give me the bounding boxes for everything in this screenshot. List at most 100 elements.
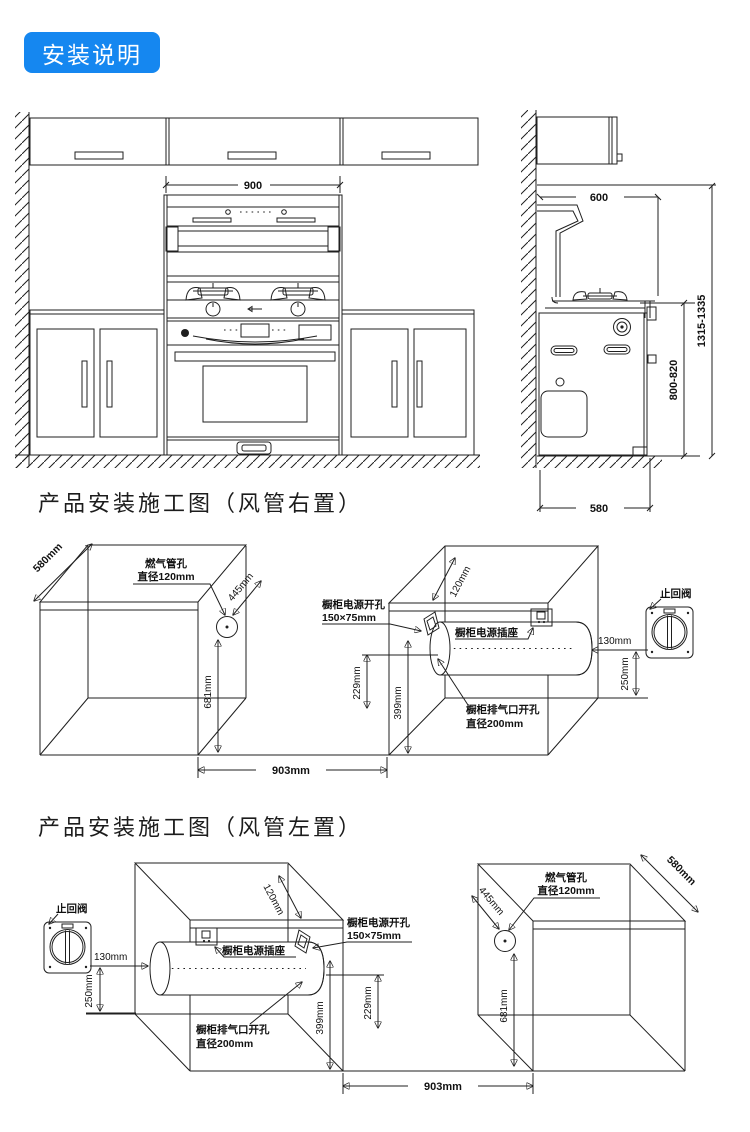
cooker-side-body [538, 306, 657, 456]
iso-left-dim-903: 903mm [343, 1073, 533, 1094]
floor-hatch-side [537, 455, 700, 468]
oven-window [202, 365, 308, 423]
control-panel [167, 323, 339, 346]
cabinet-handle [381, 151, 431, 160]
side-elevation-drawing: 600 800-820 1315-1335 [521, 110, 716, 515]
iso-right-dim-681: 681mm [203, 640, 218, 752]
iso-right-445-label: 445mm [226, 571, 256, 604]
dim-1315-1335-label: 1315-1335 [696, 295, 708, 348]
check-valve-icon [43, 921, 92, 974]
iso-left-dim-580: 580mm [641, 854, 698, 912]
base-cabinet-right [341, 309, 475, 456]
exhaust-hole-title: 橱柜排气口开孔 [196, 1023, 270, 1036]
dim-800-820-label: 800-820 [668, 360, 680, 400]
gas-hole-title: 燃气管孔 [545, 871, 587, 884]
iso-right-130-label: 130mm [598, 636, 631, 647]
dim-900: 900 [162, 176, 344, 193]
power-socket-label: 橱柜电源插座 [222, 944, 285, 957]
iso-left-120-label: 120mm [261, 883, 286, 918]
gas-hole-title: 燃气管孔 [145, 557, 187, 570]
dim-600-label: 600 [590, 192, 608, 204]
exhaust-hole-diameter: 直径200mm [466, 717, 523, 730]
iso-left-dim-445: 445mm [472, 885, 506, 929]
cabinet-handle [74, 151, 124, 160]
oven-handle [174, 351, 336, 362]
iso-right-120-label: 120mm [448, 565, 473, 600]
iso-right-power-cutout-label: 橱柜电源开孔 150×75mm [322, 598, 421, 631]
gas-hole-diameter: 直径120mm [137, 570, 194, 583]
iso-left-socket: 橱柜电源插座 [195, 927, 296, 958]
iso-left-399-label: 399mm [315, 1001, 326, 1034]
section-badge: 安装说明 [24, 32, 160, 73]
iso-right-check-valve: 止回阀 [645, 587, 694, 659]
dim-600: 600 [536, 192, 662, 296]
iso-left-exhaust-label: 橱柜排气口开孔 直径200mm [196, 982, 302, 1050]
dim-900-label: 900 [244, 180, 262, 192]
iso-right-dim-229: 229mm [352, 655, 438, 708]
iso-right-229-label: 229mm [352, 666, 363, 699]
gas-pipe-hole [216, 616, 238, 638]
caption-duct-right: 产品安装施工图（风管右置） [38, 491, 364, 516]
exhaust-hole-title: 橱柜排气口开孔 [466, 703, 540, 716]
power-socket-label: 橱柜电源插座 [455, 626, 518, 639]
burner-icon [185, 282, 241, 301]
socket-icon [195, 927, 218, 946]
front-elevation-drawing: 900 [15, 112, 480, 468]
iso-right-socket: 橱柜电源插座 [455, 608, 553, 640]
dim-580: 580 [536, 458, 654, 515]
iso-right-exhaust-label: 橱柜排气口开孔 直径200mm [438, 659, 540, 730]
iso-right-903-label: 903mm [272, 765, 310, 777]
iso-left-dim-681: 681mm [499, 954, 514, 1066]
iso-left-130-label: 130mm [94, 952, 127, 963]
flexible-duct-left [149, 941, 325, 996]
iso-right-drawing: 580mm 燃气管孔 直径120mm 445mm 681mm 399mm 229… [31, 541, 694, 778]
iso-right-right-cabinet [387, 545, 600, 756]
iso-left-dim-120: 120mm [261, 876, 301, 918]
iso-right-dim-580: 580mm [31, 541, 92, 601]
power-cutout-title: 橱柜电源开孔 [347, 916, 410, 929]
iso-right-250-label: 250mm [620, 657, 631, 690]
dim-800-820: 800-820 [640, 299, 695, 460]
iso-left-power-cutout-label: 橱柜电源开孔 150×75mm [313, 916, 412, 948]
check-valve-label: 止回阀 [660, 587, 692, 600]
wall-hatch-side [521, 110, 537, 468]
exhaust-hole-diameter: 直径200mm [196, 1037, 253, 1050]
iso-left-dim-130-250: 130mm 250mm [84, 952, 148, 1014]
burner-side [572, 288, 628, 301]
iso-left-right-cabinet [476, 863, 687, 1072]
iso-left-903-label: 903mm [424, 1081, 462, 1093]
wall-cabinet-side [536, 116, 623, 165]
iso-right-gas-hole-label: 燃气管孔 直径120mm [133, 557, 225, 615]
iso-right-dim-130-250: 130mm 250mm [592, 636, 648, 695]
base-cabinet-left [29, 309, 165, 456]
dim-580-label: 580 [590, 503, 608, 515]
integrated-cooker-front [163, 194, 343, 456]
power-cutout-title: 橱柜电源开孔 [322, 598, 385, 611]
dim-1315-1335: 1315-1335 [696, 182, 716, 460]
iso-right-dim-903: 903mm [198, 757, 387, 778]
check-valve-icon [645, 606, 694, 659]
iso-right-dim-445: 445mm [226, 571, 261, 615]
wall-cabinets-row [29, 117, 479, 166]
oven-door [167, 351, 339, 455]
iso-right-399-label: 399mm [393, 686, 404, 719]
floor-hatch-front [15, 454, 480, 468]
socket-icon [530, 608, 553, 627]
iso-right-681-label: 681mm [203, 675, 214, 708]
iso-left-gas-hole-label: 燃气管孔 直径120mm [509, 871, 600, 930]
iso-left-power-cutout [294, 929, 311, 954]
check-valve-label: 止回阀 [56, 902, 88, 915]
iso-left-681-label: 681mm [499, 989, 510, 1022]
hood-bar [165, 226, 341, 253]
knob-row [205, 301, 306, 317]
burner-icon [270, 282, 326, 301]
power-cutout-size: 150×75mm [322, 612, 376, 624]
cabinet-handle [227, 151, 277, 160]
iso-left-dim-229: 229mm [326, 975, 384, 1028]
hood-side-profile [537, 204, 655, 318]
power-cutout-size: 150×75mm [347, 930, 401, 942]
wall-hatch-left [15, 112, 30, 468]
drawer-handle [236, 441, 272, 455]
